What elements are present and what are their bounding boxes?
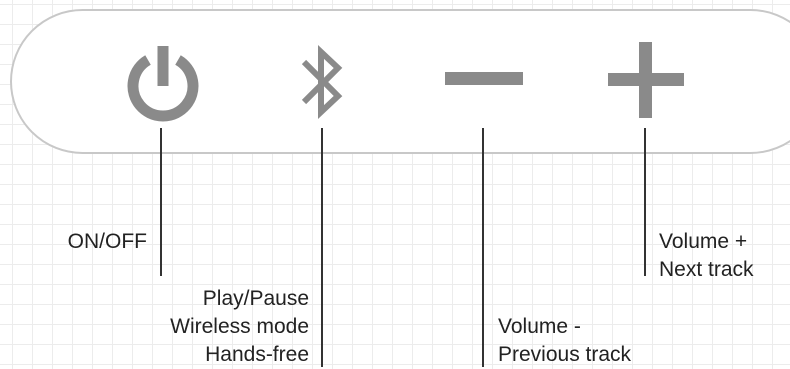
- bluetooth-label-line-2: Wireless mode: [170, 315, 309, 338]
- power-label: ON/OFF: [68, 228, 147, 256]
- plus-label-line-1: Volume +: [659, 230, 748, 253]
- bluetooth-leader-line: [321, 128, 323, 367]
- bluetooth-label: Play/Pause Wireless mode Hands-free: [170, 285, 309, 369]
- plus-icon[interactable]: [608, 42, 684, 118]
- plus-leader-line: [644, 128, 646, 276]
- power-icon[interactable]: [121, 40, 205, 124]
- minus-icon[interactable]: [445, 69, 523, 89]
- power-label-line-1: ON/OFF: [67, 230, 147, 253]
- minus-label-line-1: Volume -: [498, 315, 581, 338]
- minus-label: Volume - Previous track: [498, 313, 631, 369]
- plus-label-line-2: Next track: [659, 258, 754, 281]
- power-leader-line: [160, 128, 162, 276]
- minus-label-line-2: Previous track: [498, 343, 632, 366]
- bluetooth-label-line-1: Play/Pause: [202, 287, 309, 310]
- minus-leader-line: [482, 128, 484, 367]
- bluetooth-icon[interactable]: [298, 42, 348, 122]
- plus-label: Volume + Next track: [659, 228, 754, 284]
- bluetooth-label-line-3: Hands-free: [205, 343, 309, 366]
